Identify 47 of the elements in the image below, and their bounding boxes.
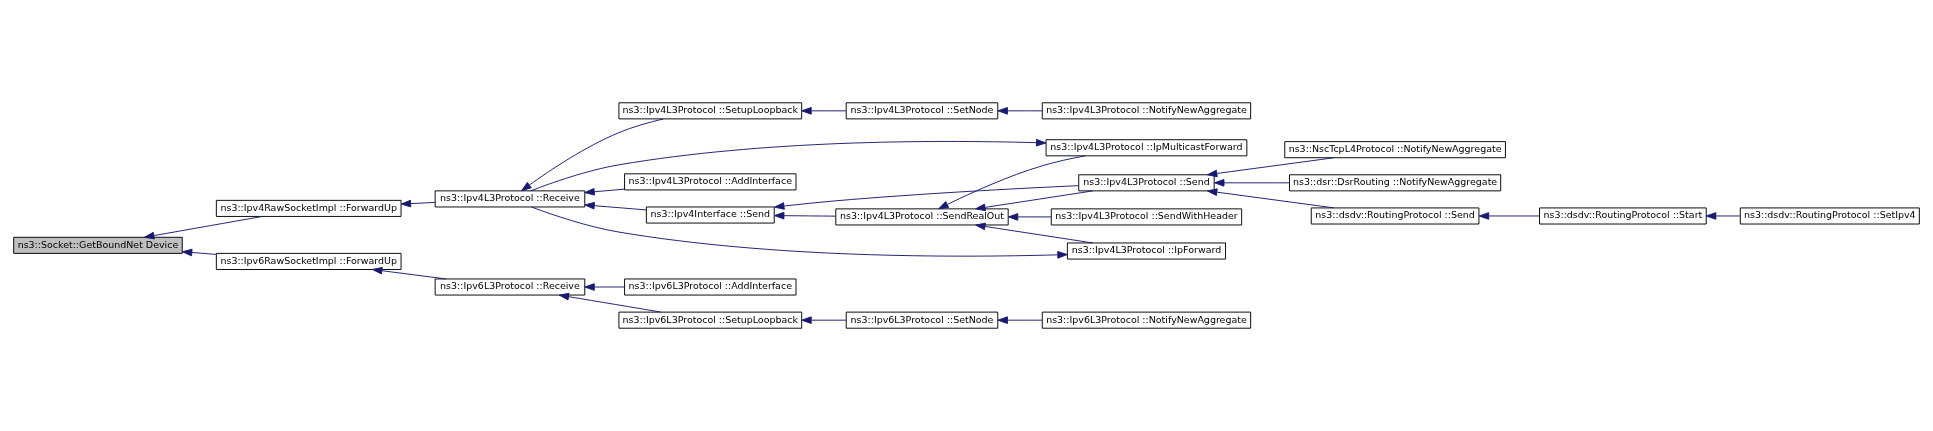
node-box: ns3::dsr::DsrRouting ::NotifyNewAggregate <box>1289 174 1502 192</box>
node-box: ns3::Ipv6L3Protocol ::SetNode <box>845 311 999 329</box>
arrow <box>801 107 847 115</box>
arrow <box>1206 188 1335 209</box>
node-box: ns3::Ipv6L3Protocol ::SetupLoopback <box>618 311 803 329</box>
node-box: ns3::Ipv6L3Protocol ::NotifyNewAggregate <box>1041 311 1252 329</box>
arrow <box>181 248 217 257</box>
node-box: ns3::Ipv4L3Protocol ::NotifyNewAggregate <box>1041 102 1252 120</box>
node-box: ns3::Ipv6L3Protocol ::AddInterface <box>624 278 797 296</box>
node-box: ns3::Ipv4RawSocketImpl ::ForwardUp <box>215 199 402 217</box>
arrow <box>584 201 647 211</box>
arrow <box>1206 157 1335 178</box>
arrow <box>584 188 625 196</box>
node-box: ns3::dsdv::RoutingProtocol ::Send <box>1310 207 1480 225</box>
arrow <box>997 316 1043 324</box>
arrow <box>1478 212 1540 220</box>
arrow <box>1007 213 1052 221</box>
arrow <box>938 155 1086 210</box>
node-box: ns3::Ipv4L3Protocol ::SetupLoopback <box>618 102 803 120</box>
arrow <box>400 199 436 208</box>
arrow <box>774 185 1080 210</box>
node-box: ns3::Ipv4Interface ::Send <box>645 206 775 224</box>
node-box: ns3::Ipv6L3Protocol ::Receive <box>434 278 586 296</box>
arrow <box>1705 212 1741 220</box>
node-box: ns3::Ipv4L3Protocol ::SendRealOut <box>835 208 1009 226</box>
arrow <box>774 211 836 220</box>
arrow <box>1214 179 1290 187</box>
node-box: ns3::dsdv::RoutingProtocol ::SetIpv4 <box>1739 207 1920 225</box>
node-box: ns3::Ipv4L3Protocol ::SetNode <box>845 102 999 120</box>
arrow <box>371 266 447 280</box>
node-box: ns3::Ipv4L3Protocol ::Send <box>1078 174 1215 192</box>
node-box: ns3::Ipv4L3Protocol ::AddInterface <box>624 173 797 191</box>
arrow <box>584 283 625 291</box>
node-box: ns3::NscTcpL4Protocol ::NotifyNewAggregate <box>1284 141 1506 159</box>
node-box: ns3::dsdv::RoutingProtocol ::Start <box>1539 207 1707 225</box>
arrow <box>997 107 1043 115</box>
arrow <box>975 190 1094 212</box>
arrow <box>801 316 847 324</box>
arrow <box>975 222 1094 244</box>
node-box: ns3::Ipv4L3Protocol ::IpForward <box>1066 242 1227 260</box>
arrow <box>521 118 664 192</box>
node-box: ns3::Ipv4L3Protocol ::SendWithHeader <box>1050 208 1243 226</box>
arrow <box>144 216 263 240</box>
node-box: ns3::Ipv6RawSocketImpl ::ForwardUp <box>215 252 402 270</box>
node-box: ns3::Ipv4L3Protocol ::IpMulticastForward <box>1045 139 1248 157</box>
node-box: ns3::Socket::GetBoundNet Device <box>13 236 183 254</box>
node-box: ns3::Ipv4L3Protocol ::Receive <box>434 190 586 208</box>
